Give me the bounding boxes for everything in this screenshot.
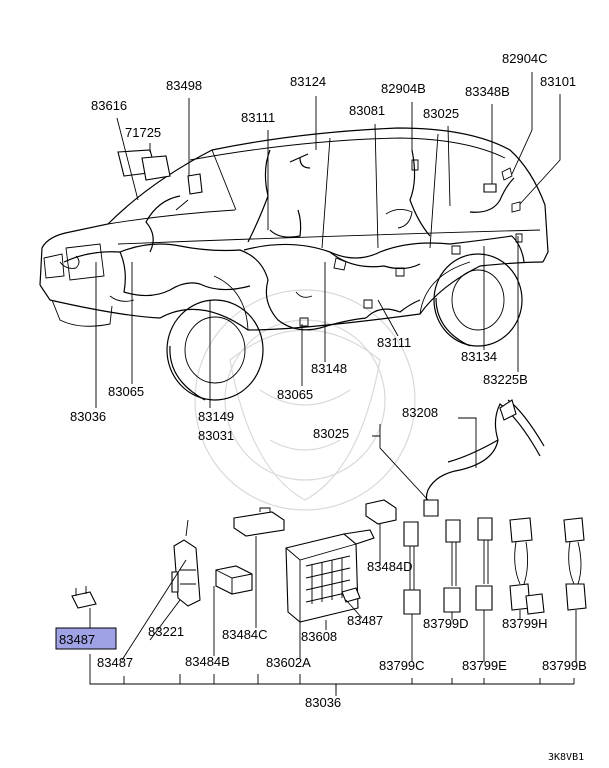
diagram-code: 3K8VB1 — [548, 752, 584, 763]
component-83498-relay — [175, 173, 203, 211]
part-label-83025: 83025 — [313, 426, 349, 441]
part-83484c — [233, 507, 285, 537]
part-label-83602a: 83602A — [266, 655, 311, 670]
part-label-83101: 83101 — [540, 74, 576, 89]
vehicle-body — [39, 127, 549, 401]
part-label-83487: 83487 — [97, 655, 133, 670]
part-label-83498: 83498 — [166, 78, 202, 93]
part-label-83484b: 83484B — [185, 654, 230, 669]
component-83348b-bolt — [483, 183, 497, 193]
highlighted-part-box — [55, 627, 117, 650]
part-83602a-fusebox — [285, 529, 375, 623]
part-label-82904c: 82904C — [502, 51, 548, 66]
part-83799c — [403, 521, 421, 615]
part-label-71725: 71725 — [125, 125, 161, 140]
highlighted-part-label: 83487 — [59, 632, 95, 647]
part-83487-fuse — [71, 586, 97, 609]
component-71725-box — [117, 149, 171, 181]
part-83799h — [509, 517, 545, 615]
part-label-83065: 83065 — [277, 387, 313, 402]
part-label-83149: 83149 — [198, 409, 234, 424]
part-label-83225b: 83225B — [483, 372, 528, 387]
part-label-83608: 83608 — [301, 629, 337, 644]
part-label-83484d: 83484D — [367, 559, 413, 574]
part-label-83616: 83616 — [91, 98, 127, 113]
part-83799d — [443, 519, 461, 613]
part-number-labels: 82904C 83101 83498 83124 82904B 83348B 83616 83… — [70, 51, 587, 710]
part-label-83799d: 83799D — [423, 616, 469, 631]
part-label-83111: 83111 — [377, 335, 411, 350]
part-label-83148: 83148 — [311, 361, 347, 376]
part-label-83065: 83065 — [108, 384, 144, 399]
part-label-83134: 83134 — [461, 349, 497, 364]
part-label-83487: 83487 — [347, 613, 383, 628]
part-label-83124: 83124 — [290, 74, 326, 89]
harness-83208 — [372, 399, 545, 517]
part-label-83799e: 83799E — [462, 658, 507, 673]
part-label-83025: 83025 — [423, 106, 459, 121]
part-label-83036: 83036 — [305, 695, 341, 710]
leader-lines-upper — [95, 72, 561, 408]
part-label-83036: 83036 — [70, 409, 106, 424]
part-83799e — [475, 517, 493, 611]
part-label-83221: 83221 — [148, 624, 184, 639]
part-label-83799b: 83799B — [542, 658, 587, 673]
part-label-83031: 83031 — [198, 428, 234, 443]
part-label-82904b: 82904B — [381, 81, 426, 96]
watermark-emblem — [194, 289, 416, 511]
part-83799b — [563, 517, 587, 611]
leader-lines-lower — [89, 524, 577, 696]
part-label-83111: 83111 — [241, 110, 275, 125]
part-label-83081: 83081 — [349, 103, 385, 118]
part-83484b-relay — [215, 565, 253, 595]
part-label-83348b: 83348B — [465, 84, 510, 99]
part-label-83799h: 83799H — [502, 616, 548, 631]
wiring-harness — [59, 149, 525, 331]
part-label-83799c: 83799C — [379, 658, 425, 673]
part-label-83484c: 83484C — [222, 627, 268, 642]
part-label-83208: 83208 — [402, 405, 438, 420]
part-83221 — [171, 519, 201, 607]
part-83484d — [365, 499, 397, 525]
